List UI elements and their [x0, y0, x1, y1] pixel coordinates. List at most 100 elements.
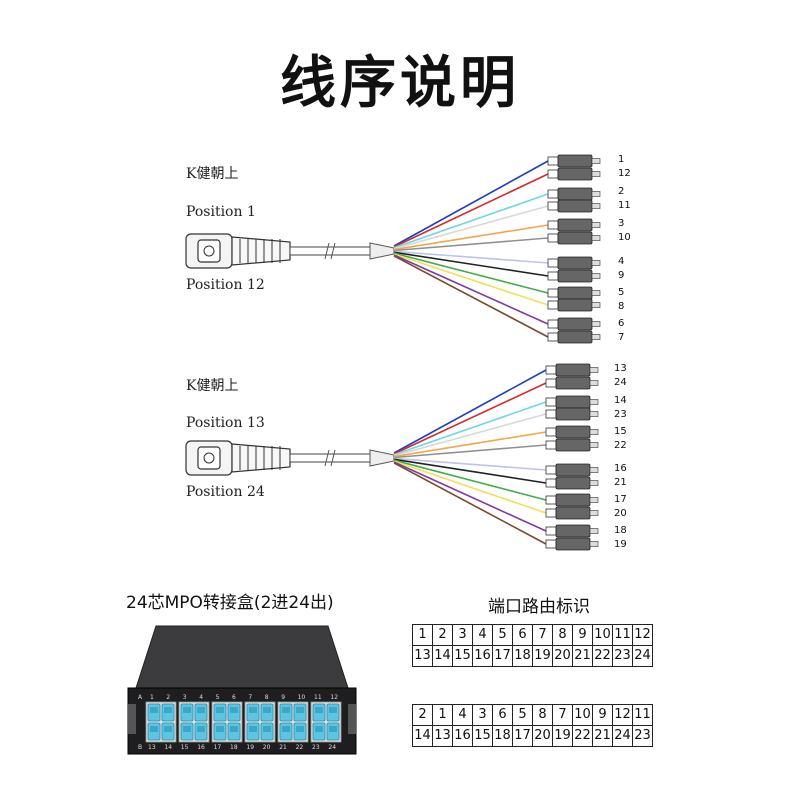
table-cell: 12 — [612, 704, 633, 726]
table-row: 2 1 4 3 6 5 8 7 10 9 12 11 — [412, 704, 653, 726]
port-number: 4 — [199, 694, 203, 701]
lc-boot-icon — [545, 378, 557, 388]
lc-ferrule-icon — [589, 467, 599, 473]
connector-number: 18 — [614, 525, 627, 536]
lc-ferrule-icon — [589, 541, 599, 547]
fiber-line — [393, 462, 547, 545]
lc-boot-icon — [547, 288, 559, 298]
box-top-cover — [135, 625, 349, 689]
fiber-line — [393, 251, 549, 277]
fiber-line — [393, 250, 549, 264]
row-a-label: A — [138, 694, 143, 701]
lc-connector-icon — [555, 395, 591, 409]
connector-number: 11 — [618, 200, 631, 211]
key-up-label-1: K健朝上 — [186, 166, 239, 182]
table-cell: 17 — [492, 645, 513, 667]
lc-connector-icon — [557, 167, 593, 181]
table-cell: 7 — [552, 704, 573, 726]
lc-ferrule-icon — [589, 528, 599, 534]
table-cell: 10 — [572, 704, 593, 726]
mpo-ferrule-icon — [197, 446, 221, 470]
table-cell: 14 — [432, 645, 453, 667]
port-number: 7 — [248, 694, 252, 701]
connector-number: 1 — [618, 154, 625, 165]
port-number: 15 — [181, 744, 189, 751]
lc-ferrule-icon — [589, 480, 599, 486]
connector-number: 14 — [614, 395, 627, 406]
routing-title: 端口路由标识 — [488, 597, 590, 617]
port-number: 24 — [328, 744, 336, 751]
fiber-line — [393, 457, 547, 471]
lc-connector-icon — [555, 407, 591, 421]
port-number: 14 — [164, 744, 172, 751]
port-number: 13 — [148, 744, 156, 751]
lc-connector-icon — [557, 154, 593, 168]
connector-number: 2 — [618, 186, 625, 197]
port-number: 1 — [150, 694, 154, 701]
row-b-label: B — [138, 744, 142, 751]
connector-number: 5 — [618, 287, 625, 298]
port-opening — [282, 707, 290, 713]
table-cell: 19 — [532, 645, 553, 667]
lc-connector-icon — [557, 298, 593, 312]
fiber-line — [393, 252, 549, 294]
lc-boot-icon — [547, 233, 559, 243]
connector-number: 12 — [618, 168, 631, 179]
routing-table-2: 2 1 4 3 6 5 8 7 10 9 12 11 14 13 16 15 1… — [412, 704, 653, 747]
table-cell: 2 — [412, 704, 433, 726]
table-cell: 11 — [632, 704, 653, 726]
fiber-line — [393, 205, 549, 250]
lc-boot-icon — [547, 220, 559, 230]
mpo-key-icon — [203, 452, 215, 464]
lc-boot-icon — [545, 427, 557, 437]
port-opening — [230, 726, 238, 732]
port-number: 8 — [265, 694, 269, 701]
table-cell: 6 — [512, 624, 533, 646]
mount-latch-right — [348, 704, 356, 734]
table-cell: 14 — [412, 725, 433, 747]
key-up-label-2: K健朝上 — [186, 378, 239, 394]
table-cell: 9 — [572, 624, 593, 646]
table-cell: 19 — [552, 725, 573, 747]
lc-connector-icon — [557, 269, 593, 283]
breakout-splitter — [369, 449, 395, 467]
port-opening — [150, 707, 158, 713]
lc-connector-icon — [557, 317, 593, 331]
lc-ferrule-icon — [589, 497, 599, 503]
table-cell: 9 — [592, 704, 613, 726]
lc-connector-icon — [557, 218, 593, 232]
lc-boot-icon — [545, 526, 557, 536]
lc-ferrule-icon — [591, 321, 601, 327]
port-opening — [164, 707, 172, 713]
port-opening — [150, 726, 158, 732]
lc-boot-icon — [547, 169, 559, 179]
port-opening — [183, 707, 191, 713]
lc-connector-icon — [555, 438, 591, 452]
position-13-label: Position 13 — [186, 415, 265, 431]
lc-ferrule-icon — [591, 260, 601, 266]
lc-connector-icon — [555, 493, 591, 507]
lc-boot-icon — [545, 495, 557, 505]
table-cell: 4 — [472, 624, 493, 646]
lc-boot-icon — [545, 440, 557, 450]
lc-boot-icon — [545, 465, 557, 475]
port-opening — [296, 707, 304, 713]
lc-boot-icon — [545, 478, 557, 488]
table-cell: 23 — [612, 645, 633, 667]
table-cell: 12 — [632, 624, 653, 646]
lc-ferrule-icon — [591, 302, 601, 308]
lc-connector-icon — [557, 231, 593, 245]
lc-connector-icon — [555, 524, 591, 538]
fiber-line — [393, 369, 547, 454]
table-cell: 18 — [512, 645, 533, 667]
connector-number: 8 — [618, 301, 625, 312]
fiber-line — [393, 160, 549, 247]
lc-boot-icon — [545, 539, 557, 549]
table-cell: 4 — [452, 704, 473, 726]
connector-number: 4 — [618, 256, 625, 267]
cable-break-mark — [324, 242, 336, 260]
fiber-line — [393, 253, 549, 306]
table-cell: 5 — [512, 704, 533, 726]
connector-number: 23 — [614, 409, 627, 420]
